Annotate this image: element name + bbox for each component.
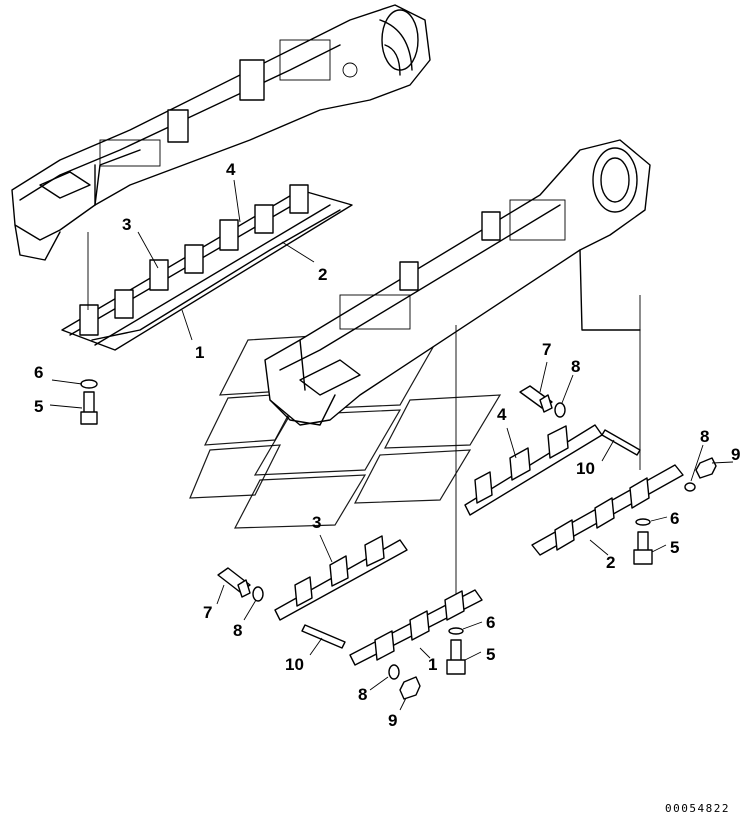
nut-9-bottom xyxy=(399,676,421,700)
pin-10-right xyxy=(601,429,641,456)
callout-leaders xyxy=(49,179,734,711)
callout-1-upper: 1 xyxy=(195,343,204,362)
guard-plate-1-bottom xyxy=(349,589,483,666)
callout-4-right: 4 xyxy=(497,405,507,424)
callout-5-upper: 5 xyxy=(34,397,43,416)
callout-8-bottom-left: 8 xyxy=(233,621,242,640)
nut-9-right xyxy=(695,457,717,479)
callout-7-right: 7 xyxy=(542,340,551,359)
callout-3-upper: 3 xyxy=(122,215,131,234)
track-frame-right xyxy=(264,139,651,426)
bolt-5-bottom xyxy=(446,639,466,675)
callout-9-bottom: 9 xyxy=(388,711,397,730)
callout-7-bottom: 7 xyxy=(203,603,212,622)
callout-10-right: 10 xyxy=(576,459,595,478)
callout-6-right: 6 xyxy=(670,509,679,528)
guard-assembly-left xyxy=(61,184,353,351)
callout-8-far-right: 8 xyxy=(700,427,709,446)
callout-1-bottom: 1 xyxy=(428,655,437,674)
callout-10-bottom: 10 xyxy=(285,655,304,674)
callout-4-upper: 4 xyxy=(226,160,236,179)
diagram-code: 00054822 xyxy=(665,802,730,815)
callout-2-upper: 2 xyxy=(318,265,327,284)
pin-10-bottom xyxy=(301,624,346,649)
callout-6-bottom: 6 xyxy=(486,613,495,632)
bolt-washer-left xyxy=(80,379,98,425)
callout-labels: 3 4 2 1 6 5 7 8 4 10 8 9 6 5 2 3 7 8 10 … xyxy=(34,160,740,730)
washer-6-bottom xyxy=(448,627,464,635)
washer-8-right xyxy=(554,402,566,418)
bolt-5-right xyxy=(633,531,653,565)
washer-8-far-right xyxy=(684,482,696,492)
track-frame-left xyxy=(11,4,431,261)
callout-5-right: 5 xyxy=(670,538,679,557)
callout-9-right: 9 xyxy=(731,445,740,464)
callout-3-bottom: 3 xyxy=(312,513,321,532)
callout-2-right: 2 xyxy=(606,553,615,572)
callout-8-right: 8 xyxy=(571,357,580,376)
guard-plate-3-bottom xyxy=(274,535,408,621)
callout-5-bottom: 5 xyxy=(486,645,495,664)
guard-plate-4-right xyxy=(464,424,603,516)
washer-8-bottom-left xyxy=(252,586,264,602)
bolt-7-bottom xyxy=(217,567,251,598)
washer-8-bottom xyxy=(388,664,400,680)
washer-6-right xyxy=(635,518,651,526)
callout-8-bottom: 8 xyxy=(358,685,367,704)
bolt-7-right xyxy=(519,385,553,413)
guard-plate-2-right xyxy=(531,464,684,556)
callout-6-upper: 6 xyxy=(34,363,43,382)
